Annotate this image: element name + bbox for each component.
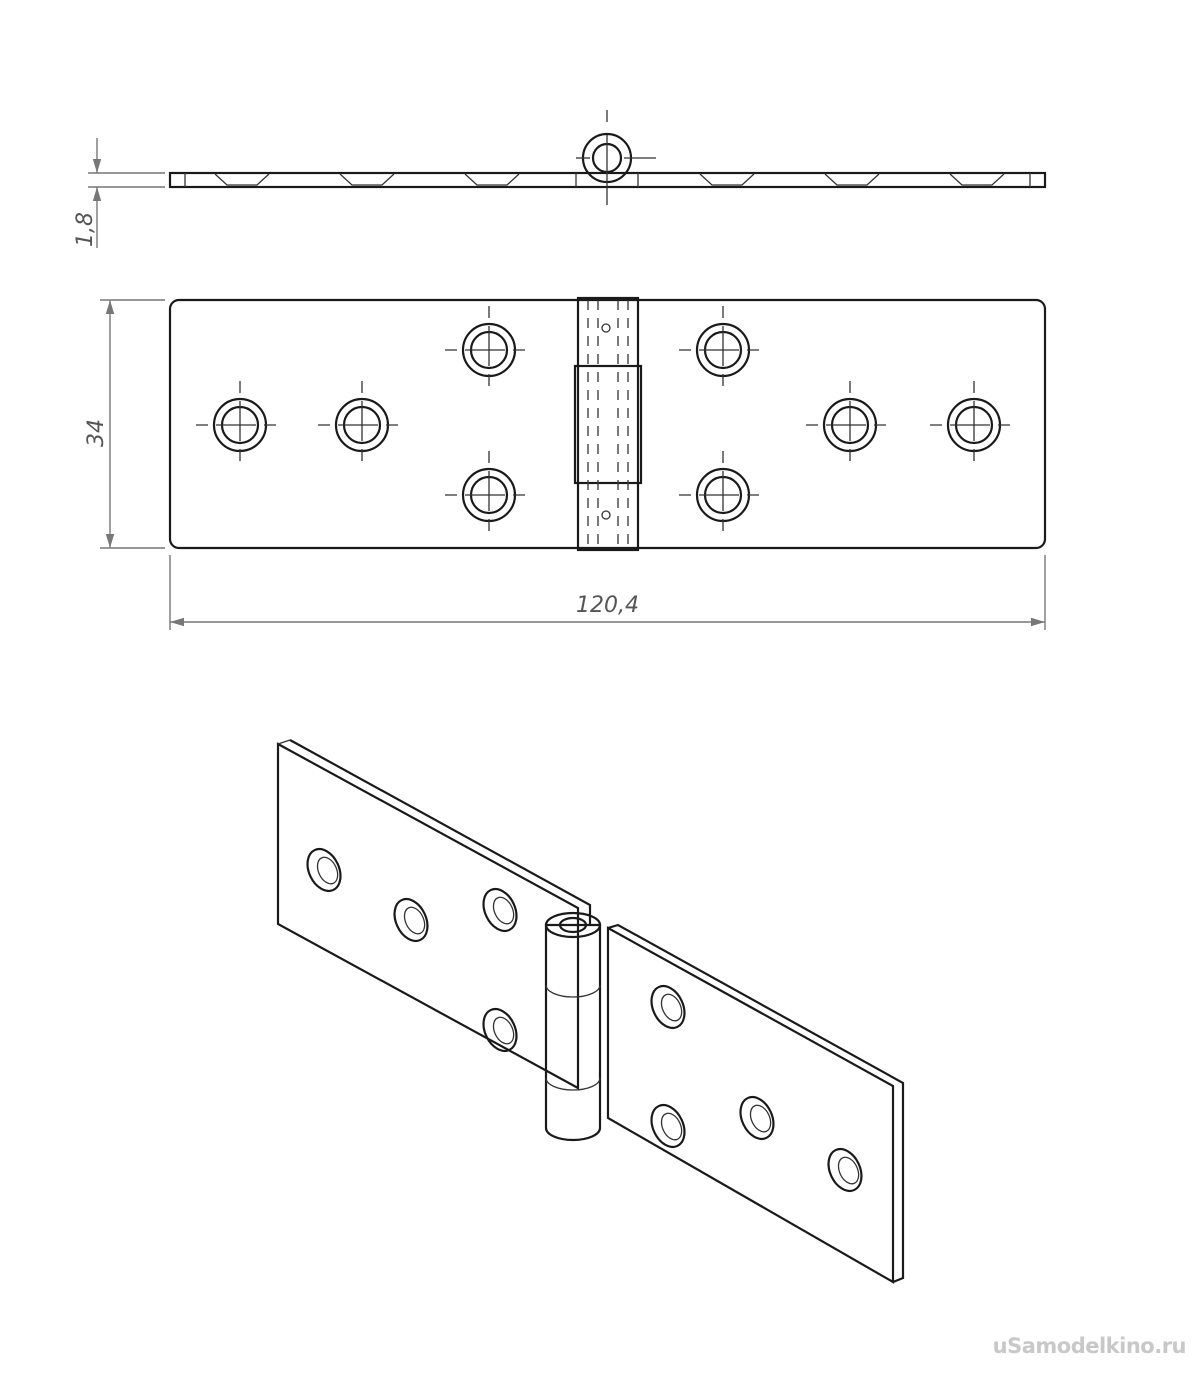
thickness-dimension: 1,8 <box>73 212 98 247</box>
isometric-view <box>276 739 905 1284</box>
screw-hole <box>650 1103 686 1149</box>
screw-hole <box>930 381 1018 469</box>
screw-hole <box>445 306 533 394</box>
width-dimension: 34 <box>84 419 109 447</box>
screw-holes <box>196 306 1018 539</box>
screw-hole <box>482 887 518 933</box>
screw-hole <box>806 381 894 469</box>
screw-hole <box>827 1147 863 1193</box>
screw-hole <box>306 847 342 893</box>
screw-hole <box>679 306 767 394</box>
isometric-holes <box>306 847 863 1193</box>
screw-hole <box>650 984 686 1030</box>
screw-hole <box>739 1095 775 1141</box>
watermark: uSamodelkino.ru <box>992 1334 1187 1358</box>
screw-hole <box>393 897 429 943</box>
screw-hole <box>445 451 533 539</box>
screw-hole <box>196 381 284 469</box>
side-view: 1,8 <box>73 110 1047 248</box>
length-dimension: 120,4 <box>576 593 639 618</box>
screw-hole <box>679 451 767 539</box>
screw-hole <box>318 381 406 469</box>
plan-view: 34 120,4 <box>84 296 1047 630</box>
screw-hole <box>482 1007 518 1053</box>
hinge-knuckle <box>544 911 602 1142</box>
